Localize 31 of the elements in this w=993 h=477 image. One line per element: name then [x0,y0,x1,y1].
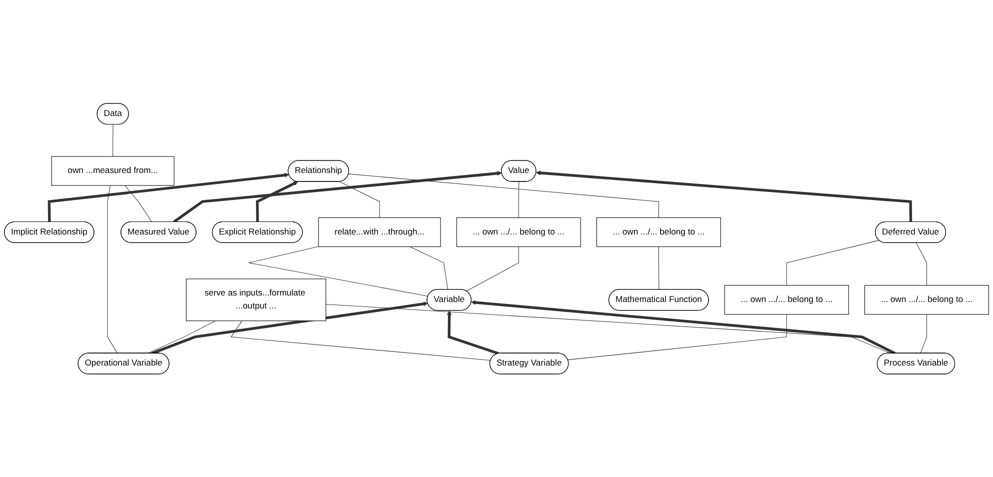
arrow [151,301,428,354]
node-box: serve as inputs...formulate ...output ... [186,278,326,321]
connector [410,246,448,290]
connector [348,174,659,218]
connector [920,314,927,354]
connector [786,240,880,286]
node-box: ... own .../... belong to ... [724,284,849,314]
connector [658,246,660,290]
arrow [256,181,298,222]
connector [107,185,118,354]
connector [124,185,152,222]
connector [916,242,927,286]
arrow [471,300,896,354]
node-box: ... own .../... belong to ... [456,217,581,247]
connector [230,320,491,360]
arrow [446,310,499,355]
arrow [48,172,290,222]
arrow [536,170,912,222]
node-box: own ...measured from... [51,156,174,186]
connector [466,246,519,292]
connector [518,181,520,218]
connector [568,314,787,360]
arrow [173,170,502,223]
connector [326,304,892,354]
connector [147,320,216,354]
node-box: ... own .../... belong to ... [596,217,721,247]
connector [112,124,114,157]
node-box: relate...with ...through... [318,217,441,247]
node-box: ... own .../... belong to ... [864,284,989,314]
connector [248,246,428,296]
connector [339,181,380,218]
